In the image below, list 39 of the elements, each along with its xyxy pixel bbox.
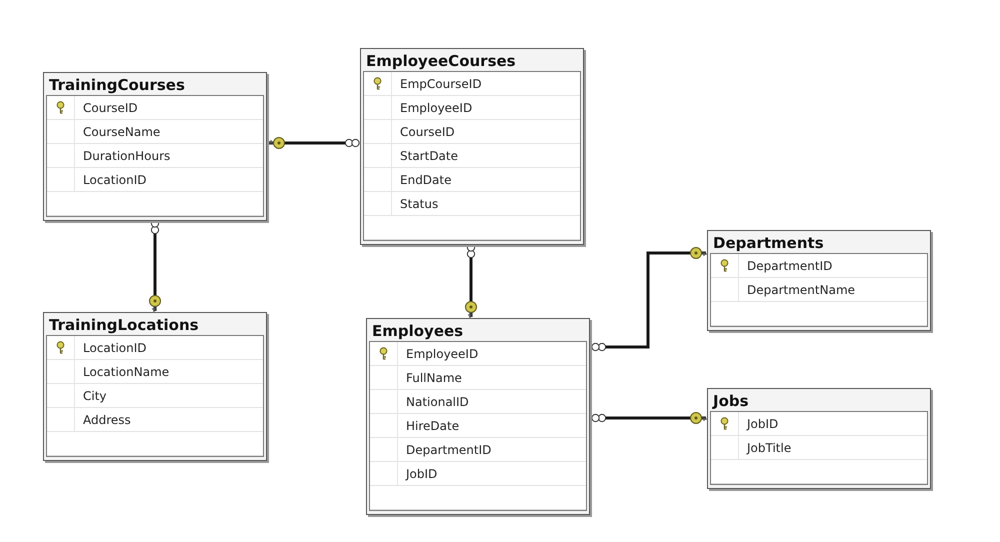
column-name: CourseID [399,124,455,138]
column-name: HireDate [405,418,460,432]
column-name: FullName [405,370,462,384]
column-name: EmployeeID [399,100,472,114]
table-title: TrainingCourses [48,75,186,95]
column-name: LocationID [82,340,147,354]
table-card [707,230,931,331]
table-title: EmployeeCourses [365,51,517,71]
column-name: JobID [404,466,438,480]
column-name: DepartmentName [746,282,856,296]
column-name: NationalID [405,394,469,408]
column-name: DepartmentID [405,442,492,456]
column-name: Address [82,412,131,426]
column-name: EmployeeID [405,346,478,360]
column-name: DurationHours [82,148,170,162]
column-name: EmpCourseID [399,76,482,90]
column-name: DepartmentID [746,258,832,272]
table-card [707,388,931,489]
table-card [43,72,267,221]
table-card [366,318,590,515]
column-name: CourseName [82,124,160,138]
table-title: TrainingLocations [48,315,200,335]
column-name: City [82,388,107,402]
column-name: LocationID [82,172,147,186]
table-card [360,48,584,245]
column-name: EndDate [399,172,452,186]
relationship-line [591,246,707,352]
column-name: Status [399,196,438,210]
relationship-line [591,412,707,424]
column-name: JobTitle [745,440,792,454]
column-name: JobID [745,416,778,430]
relationship-line [268,136,360,150]
table-card [43,312,267,461]
column-name: StartDate [399,148,458,162]
column-name: LocationName [82,364,170,378]
table-title: Departments [712,233,825,253]
table-title: Jobs [711,391,750,411]
column-name: CourseID [82,100,138,114]
table-title: Employees [371,321,464,341]
